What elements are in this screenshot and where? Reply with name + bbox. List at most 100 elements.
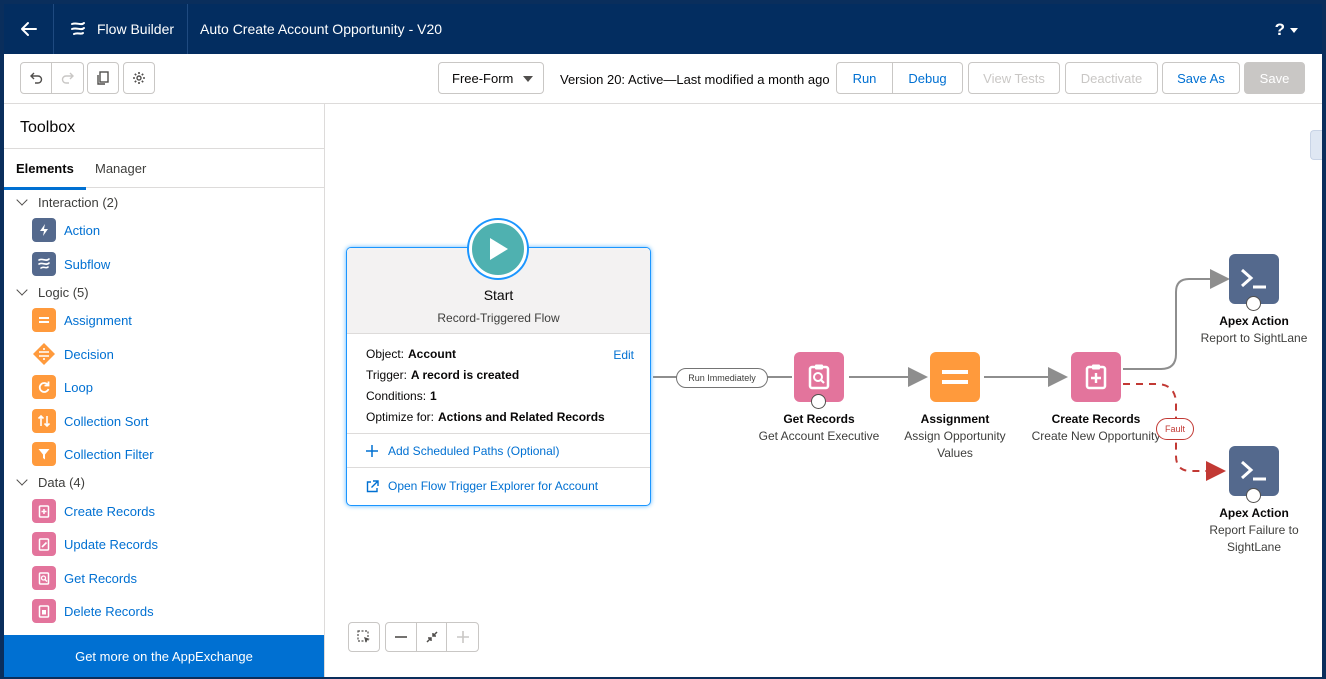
toolbox-item-update-records[interactable]: Update Records	[32, 532, 158, 556]
undo-icon	[30, 72, 43, 84]
chevron-down-icon	[16, 474, 28, 486]
flow-icon	[71, 22, 85, 35]
gear-icon	[133, 72, 145, 84]
layout-mode-select[interactable]: Free-Form	[438, 62, 544, 94]
divider	[347, 433, 650, 434]
get-records-node[interactable]	[794, 352, 844, 409]
panel-collapse-handle[interactable]	[1310, 130, 1322, 160]
record-create-icon	[32, 499, 56, 523]
assignment-node[interactable]	[930, 352, 980, 402]
start-trigger: Trigger:A record is created	[366, 368, 520, 382]
node-connector-handle[interactable]	[811, 394, 826, 409]
toolbox-item-delete-records[interactable]: Delete Records	[32, 599, 154, 623]
node-connector-handle[interactable]	[1246, 488, 1261, 503]
tab-elements[interactable]: Elements	[4, 161, 86, 190]
start-object: Object:Account	[366, 347, 457, 361]
assignment-icon	[32, 308, 56, 332]
copy-button[interactable]	[87, 62, 119, 94]
toolbox-item-decision[interactable]: Decision	[32, 342, 114, 366]
filter-icon	[32, 442, 56, 466]
tab-manager[interactable]: Manager	[95, 161, 147, 176]
toolbox-item-assignment[interactable]: Assignment	[32, 308, 132, 332]
zoom-out-button[interactable]	[386, 623, 417, 651]
flow-builder-window: Flow Builder Auto Create Account Opportu…	[4, 4, 1322, 677]
record-delete-icon	[32, 599, 56, 623]
caret-down-icon	[1290, 27, 1298, 33]
run-button[interactable]: Run	[836, 62, 893, 94]
toolbox-title: Toolbox	[20, 119, 76, 136]
section-data[interactable]: Data (4)	[16, 474, 85, 490]
debug-button[interactable]: Debug	[893, 62, 963, 94]
start-subtitle: Record-Triggered Flow	[437, 311, 560, 325]
marquee-select-button[interactable]	[349, 623, 379, 651]
arrow-left-icon	[20, 22, 37, 36]
back-button[interactable]	[4, 4, 54, 54]
open-trigger-explorer-link[interactable]: Open Flow Trigger Explorer for Account	[366, 479, 598, 493]
toolbox-item-subflow[interactable]: Subflow	[32, 252, 110, 276]
help-icon: ?	[1274, 20, 1285, 39]
apex-icon	[1241, 268, 1266, 289]
plus-icon	[456, 631, 469, 643]
record-update-icon	[32, 532, 56, 556]
connector-create-to-apex[interactable]	[1123, 269, 1230, 370]
app-switcher[interactable]: Flow Builder	[55, 4, 188, 54]
view-tests-button[interactable]: View Tests	[968, 62, 1060, 94]
node-connector-handle[interactable]	[1246, 296, 1261, 311]
lightning-icon	[32, 218, 56, 242]
chevron-down-icon	[16, 194, 28, 206]
fit-view-button[interactable]	[417, 623, 448, 651]
record-lookup-icon	[808, 364, 830, 390]
flow-title: Auto Create Account Opportunity - V20	[200, 21, 443, 37]
new-window-icon	[366, 479, 379, 492]
toolbox-item-create-records[interactable]: Create Records	[32, 499, 155, 523]
zoom-in-button[interactable]	[447, 623, 478, 651]
start-element[interactable]: Start Record-Triggered Flow Object:Accou…	[346, 247, 651, 506]
toolbox-tabs: Elements Manager	[4, 148, 324, 190]
record-create-icon	[1085, 364, 1107, 390]
fault-label[interactable]: Fault	[1156, 418, 1194, 440]
start-conditions: Conditions:1	[366, 389, 437, 403]
redo-button[interactable]	[52, 62, 84, 94]
appexchange-link[interactable]: Get more on the AppExchange	[4, 635, 324, 677]
flow-icon	[32, 252, 56, 276]
marquee-icon	[357, 630, 370, 643]
apex-action-failure-node[interactable]	[1229, 446, 1279, 503]
toolbar: Free-Form Version 20: Active—Last modifi…	[4, 54, 1322, 104]
undo-button[interactable]	[20, 62, 52, 94]
start-optimize: Optimize for:Actions and Related Records	[366, 410, 605, 424]
start-play-icon	[469, 220, 527, 278]
contract-icon	[425, 631, 438, 643]
deactivate-button[interactable]: Deactivate	[1065, 62, 1158, 94]
toolbox-panel: Toolbox Elements Manager Interaction (2)…	[4, 104, 325, 677]
section-logic[interactable]: Logic (5)	[16, 284, 89, 300]
toolbox-item-get-records[interactable]: Get Records	[32, 566, 137, 590]
global-header: Flow Builder Auto Create Account Opportu…	[4, 4, 1322, 54]
layout-mode-value: Free-Form	[452, 70, 514, 86]
sort-icon	[32, 409, 56, 433]
apex-action-node[interactable]	[1229, 254, 1279, 311]
add-scheduled-paths-link[interactable]: Add Scheduled Paths (Optional)	[366, 444, 559, 458]
toolbox-item-loop[interactable]: Loop	[32, 375, 93, 399]
run-debug-group: Run Debug	[836, 62, 963, 94]
redo-icon	[61, 72, 74, 84]
app-name: Flow Builder	[97, 21, 175, 37]
chevron-down-icon	[16, 284, 28, 296]
zoom-controls	[385, 622, 479, 652]
apex-icon	[1241, 460, 1266, 481]
toolbox-item-action[interactable]: Action	[32, 218, 100, 242]
settings-button[interactable]	[123, 62, 155, 94]
loop-icon	[32, 375, 56, 399]
edit-start-link[interactable]: Edit	[613, 348, 634, 362]
create-records-node[interactable]	[1071, 352, 1121, 402]
toolbox-item-collection-sort[interactable]: Collection Sort	[32, 409, 149, 433]
save-button[interactable]: Save	[1244, 62, 1305, 94]
flow-canvas[interactable]: Start Record-Triggered Flow Object:Accou…	[326, 104, 1322, 677]
section-interaction[interactable]: Interaction (2)	[16, 194, 118, 210]
toolbox-item-collection-filter[interactable]: Collection Filter	[32, 442, 154, 466]
save-as-button[interactable]: Save As	[1162, 62, 1240, 94]
record-lookup-icon	[32, 566, 56, 590]
run-immediately-label[interactable]: Run Immediately	[676, 368, 768, 388]
help-menu[interactable]: ?	[1275, 20, 1298, 40]
